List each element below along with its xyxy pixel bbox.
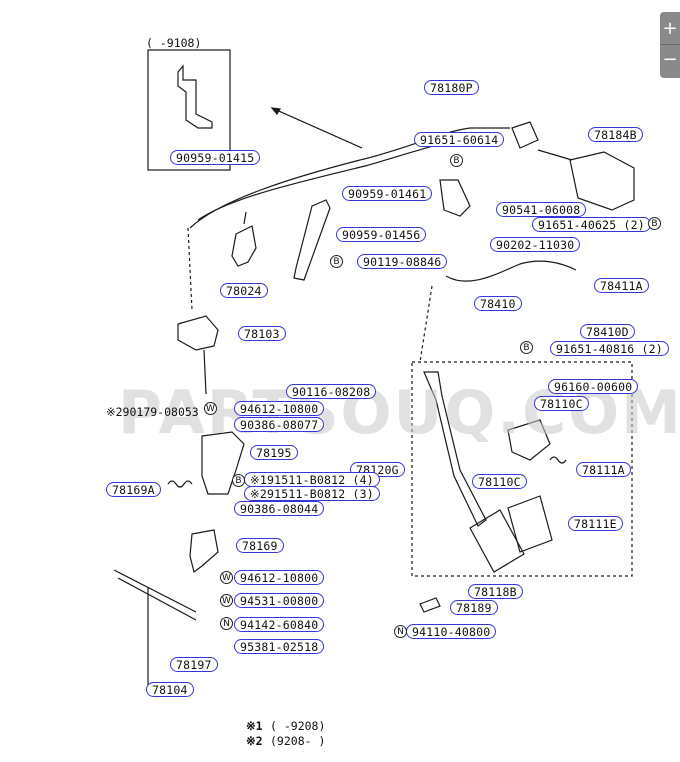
part-label-78189[interactable]: 78189 [450,600,498,615]
bracket-90959-01461 [439,179,471,217]
part-label-96160-00600[interactable]: 96160-00600 [548,379,639,394]
bolt-marker-symbol: B [450,154,463,167]
part-label-78111A[interactable]: 78111A [576,462,631,477]
cable-78410 [445,260,577,282]
bracket-90959-01415 [177,64,213,129]
part-label-90541-06008[interactable]: 90541-06008 [496,202,587,217]
part-label-90179-08053[interactable]: ※290179-08053 [106,405,199,419]
part-label-91651-40816[interactable]: 91651-40816 (2) [550,341,669,356]
pedal-78120G [423,371,487,527]
rod-78104 [113,569,197,613]
bracket-78184B [569,151,635,211]
part-label-90959-01415[interactable]: 90959-01415 [170,150,261,165]
part-label-78110C-upper[interactable]: 78110C [534,396,589,411]
lever-78103 [177,315,219,351]
part-label-78118B[interactable]: 78118B [468,584,523,599]
part-78024 [231,225,257,267]
part-label-78024[interactable]: 78024 [220,283,268,298]
part-label-90386-08044[interactable]: 90386-08044 [234,501,325,516]
part-78169 [189,529,219,574]
part-label-94531-00800[interactable]: 94531-00800 [234,593,325,608]
washer-marker-symbol: W [204,402,217,415]
footnote-mark-1: ※1 [246,719,263,733]
part-label-90202-11030[interactable]: 90202-11030 [490,237,581,252]
zoom-in-button[interactable]: + [662,18,678,39]
part-label-78110C-lower[interactable]: 78110C [472,474,527,489]
part-label-78411A[interactable]: 78411A [594,278,649,293]
part-label-78169A[interactable]: 78169A [106,482,161,497]
footnote-range-1: ( -9208) [270,719,326,733]
part-label-91651-40625[interactable]: 91651-40625 (2) [532,217,651,232]
bolt-marker-symbol: B [232,474,245,487]
pedal-pad [469,509,525,573]
pedal-frame [411,361,633,577]
part-label-91511-B0812-3[interactable]: ※291511-B0812 (3) [244,486,380,501]
part-label-78410D[interactable]: 78410D [580,324,635,339]
inset-frame [147,49,231,171]
bolt-marker-symbol: B [330,255,343,268]
part-label-94110-40800[interactable]: 94110-40800 [406,624,497,639]
pad-78111E [507,495,553,553]
zoom-control: + − [660,12,680,78]
bracket-78111A [507,419,551,461]
bolt-78189 [419,597,441,613]
part-label-95381-02518[interactable]: 95381-02518 [234,639,325,654]
part-label-90959-01461[interactable]: 90959-01461 [342,186,433,201]
part-label-78180P[interactable]: 78180P [424,80,479,95]
footnote-mark-2: ※2 [246,734,263,748]
part-label-91651-60614[interactable]: 91651-60614 [414,132,505,147]
spring-78111A [549,456,567,464]
bolt-marker-symbol: B [520,341,533,354]
part-label-78104[interactable]: 78104 [146,682,194,697]
zoom-out-button[interactable]: − [660,44,680,75]
part-label-90116-08208[interactable]: 90116-08208 [286,384,377,399]
nut-marker-symbol: N [220,617,233,630]
part-label-78184B[interactable]: 78184B [588,127,643,142]
spring-78169A [167,480,193,488]
part-label-78197[interactable]: 78197 [170,657,218,672]
part-label-90959-01456[interactable]: 90959-01456 [336,227,427,242]
part-label-90386-08077[interactable]: 90386-08077 [234,417,325,432]
part-label-94612-10800-lower[interactable]: 94612-10800 [234,570,325,585]
bolt-marker-symbol: B [648,217,661,230]
washer-marker-symbol: W [220,571,233,584]
footnote-range-2: (9208- ) [270,734,326,748]
nut-marker-symbol: N [394,625,407,638]
part-label-94612-10800-upper[interactable]: 94612-10800 [234,401,325,416]
part-label-94142-60840[interactable]: 94142-60840 [234,617,325,632]
inset-range-label: ( -9108) [146,36,202,50]
part-label-78410[interactable]: 78410 [474,296,522,311]
part-label-78103[interactable]: 78103 [238,326,286,341]
part-label-78111E[interactable]: 78111E [568,516,623,531]
part-label-91511-B0812-4[interactable]: ※191511-B0812 (4) [244,472,380,487]
clip-90959-01456 [293,199,331,281]
part-label-78195[interactable]: 78195 [250,445,298,460]
washer-marker-symbol: W [220,594,233,607]
part-label-78169[interactable]: 78169 [236,538,284,553]
part-label-90119-08846[interactable]: 90119-08846 [357,254,448,269]
